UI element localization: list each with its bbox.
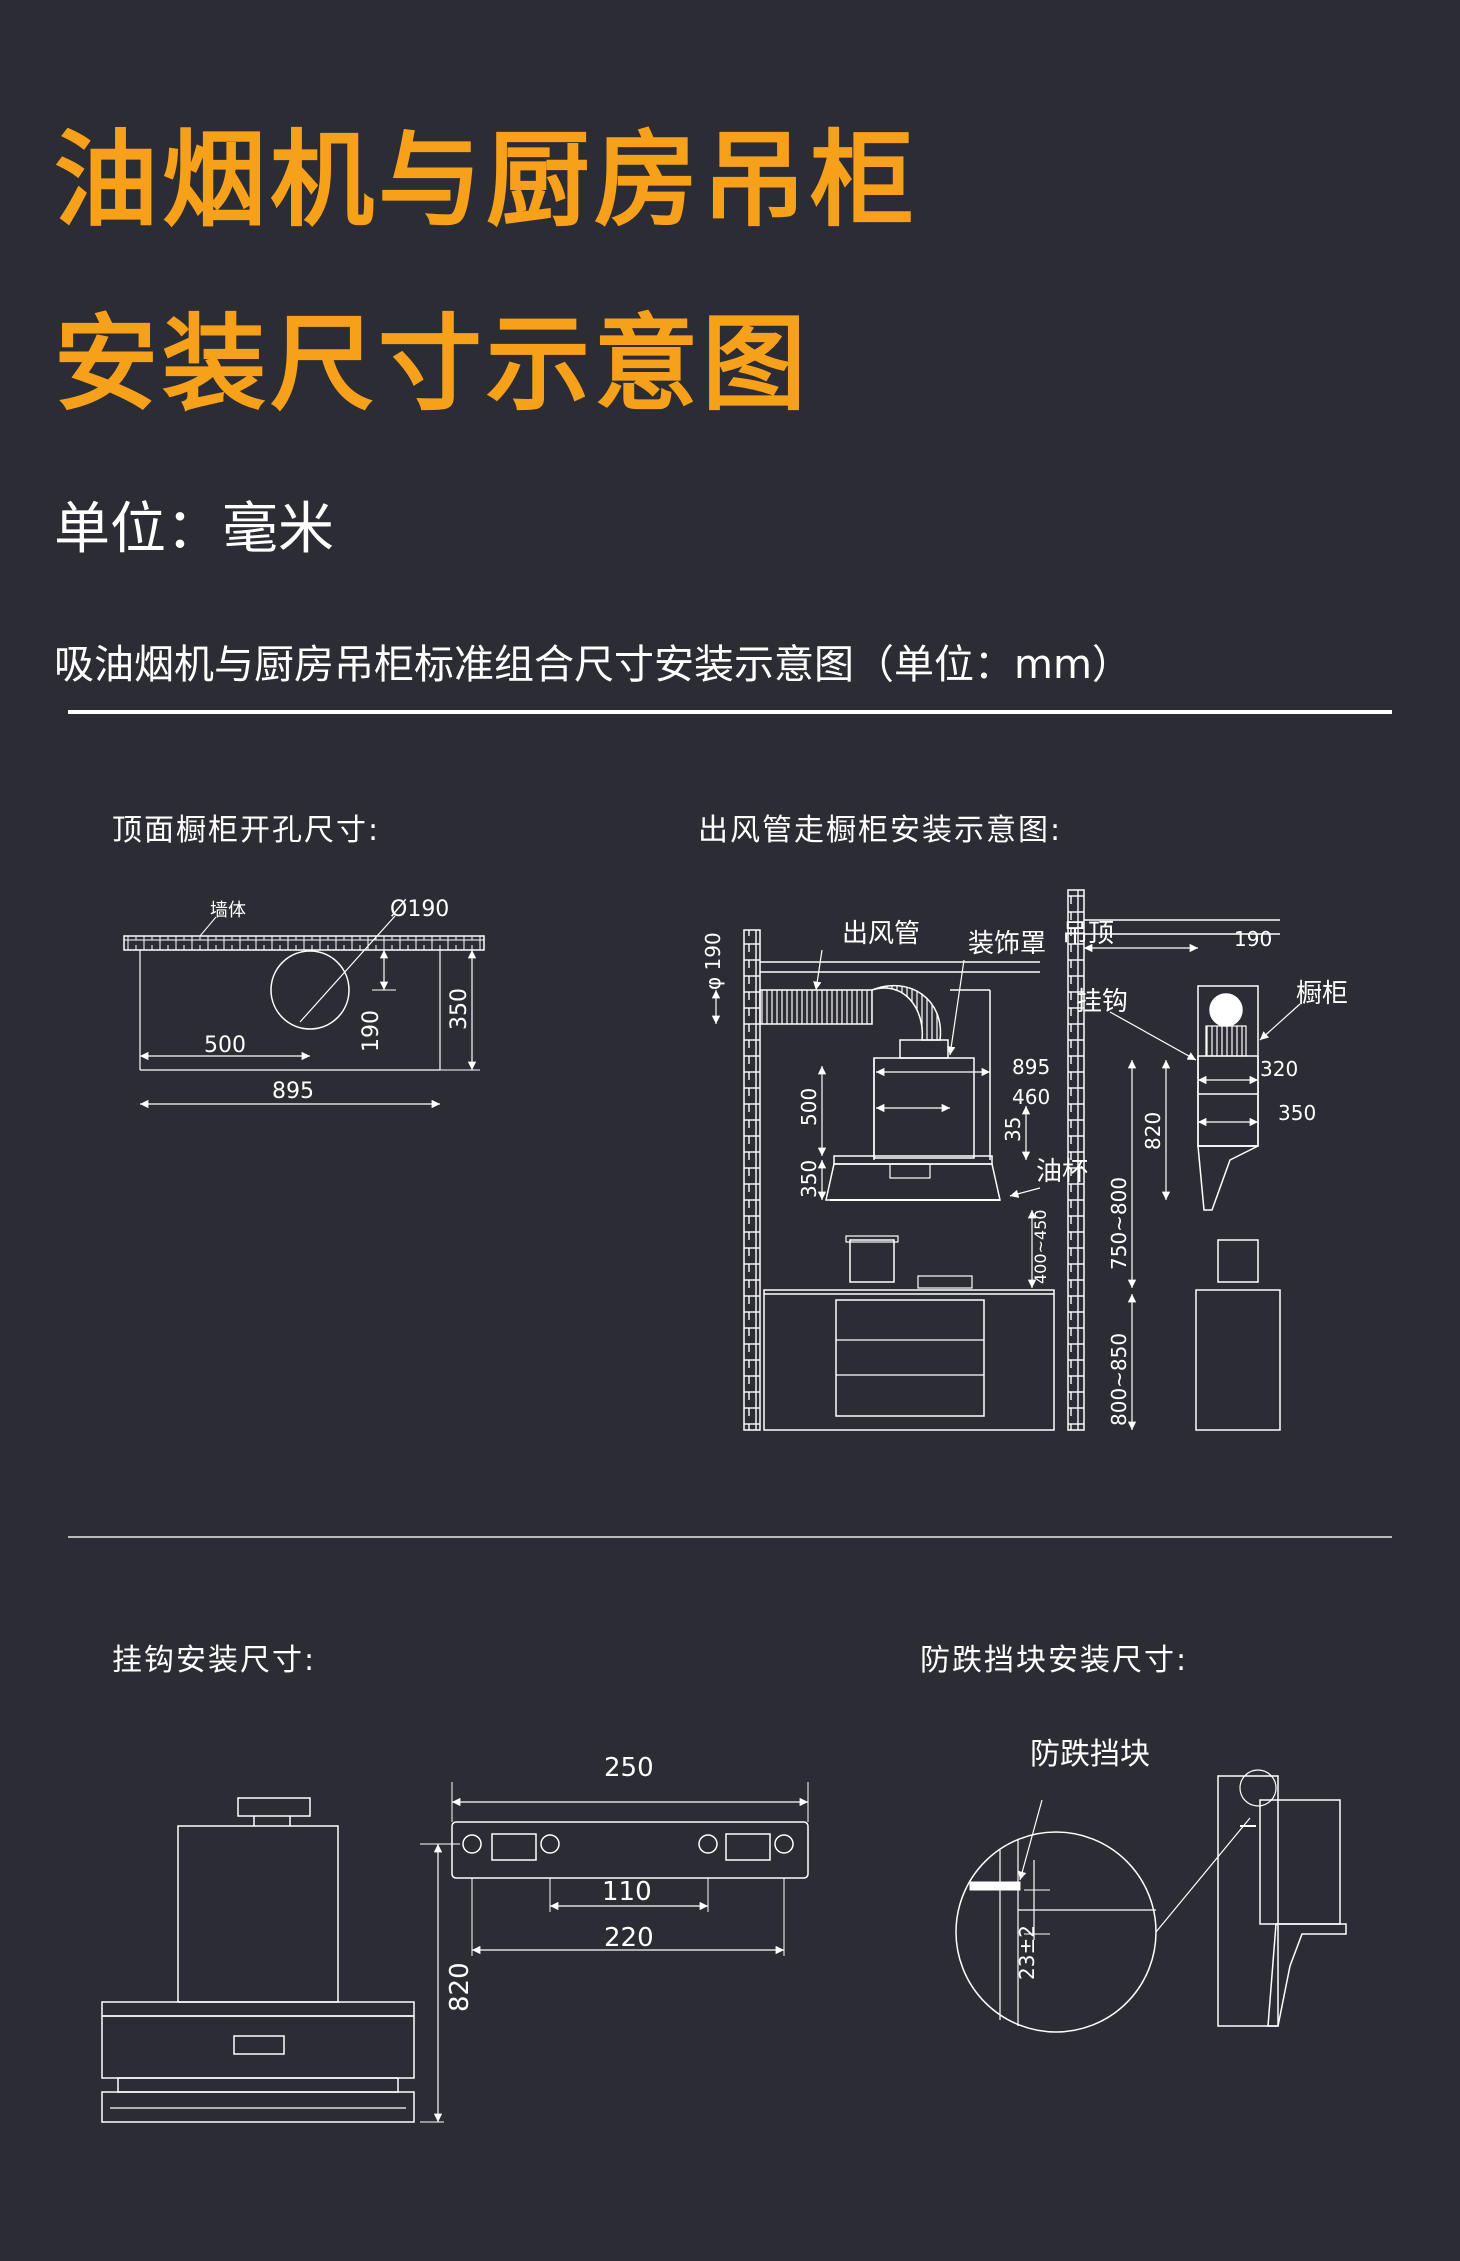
- label-350: 350: [447, 988, 472, 1030]
- label-phi190: φ 190: [701, 932, 725, 990]
- label-duct-820: 820: [1141, 1112, 1165, 1150]
- label-anti-fall-block: 防跌挡块: [1030, 1737, 1150, 1772]
- label-500: 500: [204, 1033, 246, 1058]
- label-duct-320: 320: [1260, 1057, 1298, 1081]
- label-duct-350b: 350: [1278, 1101, 1316, 1125]
- label-diameter: Ø190: [390, 897, 449, 922]
- label-895: 895: [272, 1079, 314, 1104]
- label-400-450: 400~450: [1031, 1210, 1050, 1284]
- section-title-duct: 出风管走橱柜安装示意图:: [698, 813, 1063, 848]
- label-duct-190: 190: [1234, 927, 1272, 951]
- top-hole-diagram: [123, 915, 485, 1109]
- divider-top: [68, 710, 1392, 714]
- page-title-line2: 安装尺寸示意图: [54, 303, 811, 425]
- label-duct-35: 35: [1001, 1117, 1025, 1142]
- section-title-top-hole: 顶面橱柜开孔尺寸:: [112, 813, 381, 848]
- label-duct-895: 895: [1012, 1055, 1050, 1079]
- label-hook: 挂钩: [1076, 987, 1128, 1017]
- section-title-anti-fall: 防跌挡块安装尺寸:: [920, 1643, 1189, 1678]
- label-cover: 装饰罩: [968, 929, 1046, 959]
- label-hook-110: 110: [602, 1877, 652, 1907]
- label-ceiling: 吊顶: [1062, 919, 1114, 949]
- label-anti-fall-23: 23±2: [1015, 1925, 1039, 1980]
- page-title-line1: 油烟机与厨房吊柜: [54, 119, 919, 241]
- label-duct-500: 500: [797, 1088, 821, 1126]
- duct-diagram: [711, 889, 1301, 1431]
- anti-fall-diagram: [955, 1769, 1347, 2033]
- hook-diagram: [101, 1782, 809, 2123]
- unit-label: 单位：毫米: [54, 497, 334, 562]
- page-subtitle: 吸油烟机与厨房吊柜标准组合尺寸安装示意图（单位：mm）: [54, 642, 1132, 688]
- label-190: 190: [359, 1010, 384, 1052]
- label-hook-820: 820: [445, 1962, 475, 2012]
- label-800-850: 800~850: [1107, 1333, 1131, 1426]
- label-hook-220: 220: [604, 1923, 654, 1953]
- label-duct-460: 460: [1012, 1085, 1050, 1109]
- divider-middle: [68, 1536, 1392, 1538]
- label-oil-cup: 油杯: [1036, 1157, 1088, 1187]
- label-duct: 出风管: [842, 919, 920, 949]
- label-duct-350: 350: [797, 1160, 821, 1198]
- section-title-hook: 挂钩安装尺寸:: [112, 1643, 317, 1678]
- label-cabinet: 橱柜: [1296, 979, 1348, 1009]
- label-750-800: 750~800: [1107, 1177, 1131, 1270]
- label-wall: 墙体: [210, 900, 246, 921]
- label-hook-250: 250: [604, 1753, 654, 1783]
